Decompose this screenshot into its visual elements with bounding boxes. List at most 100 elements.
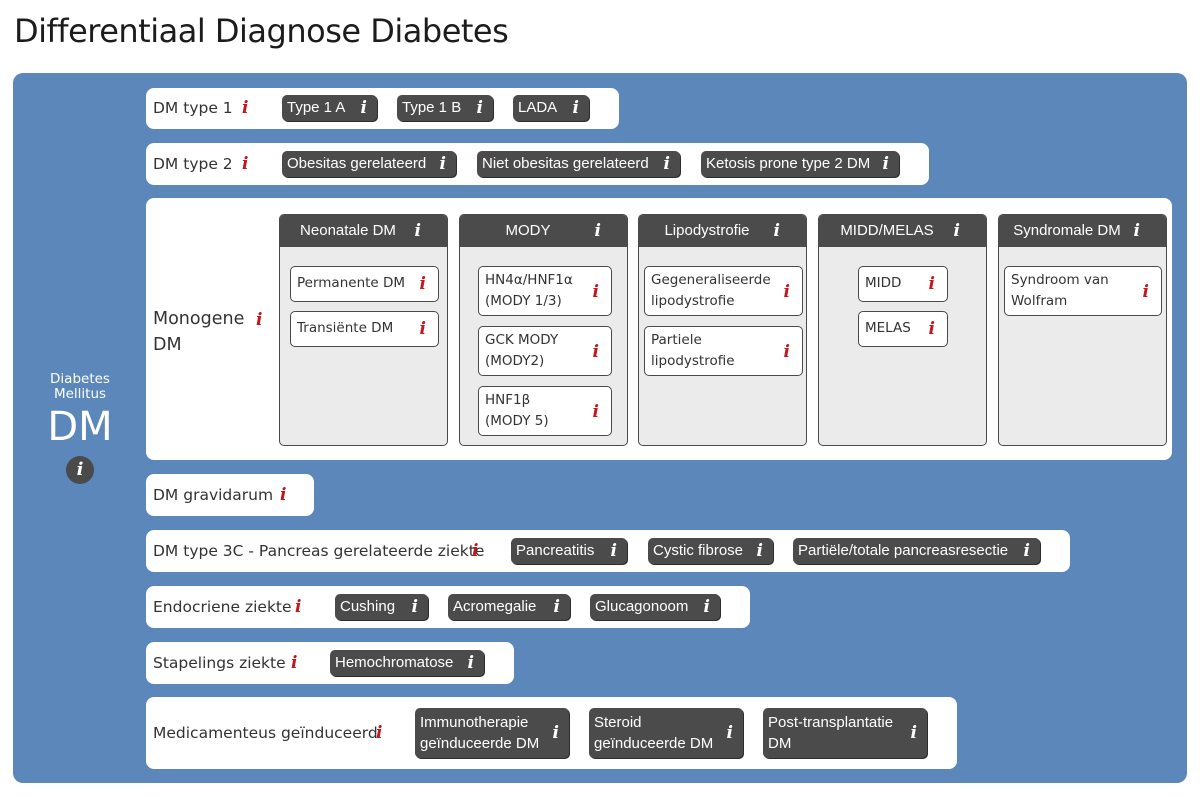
- info-icon: i: [414, 221, 421, 241]
- item-transiente-dm[interactable]: Transiënte DM i: [290, 311, 439, 347]
- chip-label: Cushing: [340, 598, 396, 615]
- info-icon: i: [467, 653, 474, 673]
- column-header[interactable]: MODY i: [460, 215, 627, 247]
- info-icon: i: [419, 319, 426, 339]
- info-icon: i: [553, 597, 560, 617]
- chip-label: Type 1 A: [287, 99, 346, 116]
- column-lipodystrofie: Lipodystrofie i Gegeneraliseerde lipodys…: [638, 214, 807, 446]
- chip-label: Glucagonoom: [595, 598, 689, 615]
- item-gegeneraliseerde-lipodystrofie[interactable]: Gegeneraliseerde lipodystrofie i: [644, 266, 803, 316]
- dm-sub-line1: Diabetes: [50, 371, 110, 387]
- chip-label-line2: DM: [768, 735, 792, 752]
- info-icon: i: [783, 282, 790, 302]
- row-dm-type-2: DM type 2 i Obesitas gerelateerd i Niet …: [146, 143, 929, 185]
- chip-cystic-fibrose[interactable]: Cystic fibrose i: [648, 538, 773, 564]
- info-icon: i: [439, 154, 446, 174]
- info-icon: i: [592, 342, 599, 362]
- chip-label-line1: Immunotherapie: [420, 714, 529, 731]
- chip-label-line2: geïnduceerde DM: [594, 735, 714, 752]
- item-permanente-dm[interactable]: Permanente DM i: [290, 266, 439, 302]
- chip-type-1a[interactable]: Type 1 A i: [282, 95, 377, 121]
- column-title: MIDD/MELAS: [840, 222, 934, 239]
- column-header[interactable]: MIDD/MELAS i: [819, 215, 986, 247]
- chip-pancreasresectie[interactable]: Partiële/totale pancreasresectie i: [793, 538, 1040, 564]
- chip-niet-obesitas-gerelateerd[interactable]: Niet obesitas gerelateerd i: [477, 151, 680, 177]
- dm-sub-line2: Mellitus: [53, 386, 107, 402]
- item-label-line1: HN4α/HNF1α: [485, 272, 573, 288]
- dm-side-label: Diabetes Mellitus DM: [40, 371, 120, 451]
- item-gck-mody[interactable]: GCK MODY (MODY2) i: [478, 326, 612, 376]
- row-label: Medicamenteus geïnduceerd: [153, 724, 378, 742]
- item-melas[interactable]: MELAS i: [858, 311, 948, 347]
- info-icon[interactable]: i: [280, 485, 287, 505]
- chip-obesitas-gerelateerd[interactable]: Obesitas gerelateerd i: [282, 151, 456, 177]
- info-icon: i: [610, 541, 617, 561]
- info-icon[interactable]: i: [242, 154, 249, 174]
- info-icon: i: [572, 98, 579, 118]
- chip-cushing[interactable]: Cushing i: [335, 594, 428, 620]
- item-hn4a-hnf1a[interactable]: HN4α/HNF1α (MODY 1/3) i: [478, 266, 612, 316]
- item-midd[interactable]: MIDD i: [858, 266, 948, 302]
- chip-steroid[interactable]: Steroid geïnduceerde DM i: [589, 708, 743, 758]
- row-label-line2: DM: [153, 335, 182, 355]
- row-label: DM type 3C - Pancreas gerelateerde ziekt…: [153, 542, 485, 560]
- column-header[interactable]: Syndromale DM i: [999, 215, 1166, 247]
- column-header[interactable]: Lipodystrofie i: [639, 215, 806, 247]
- dm-abbr: DM: [47, 404, 113, 450]
- info-icon: i: [360, 98, 367, 118]
- info-icon[interactable]: i: [256, 310, 263, 330]
- item-partiele-lipodystrofie[interactable]: Partiele lipodystrofie i: [644, 326, 803, 376]
- column-midd-melas: MIDD/MELAS i MIDD i MELAS i: [818, 214, 987, 446]
- info-icon: i: [882, 154, 889, 174]
- chip-label: LADA: [518, 99, 558, 116]
- chip-immunotherapie[interactable]: Immunotherapie geïnduceerde DM i: [415, 708, 569, 758]
- chip-label: Partiële/totale pancreasresectie: [798, 542, 1009, 559]
- info-icon: i: [663, 154, 670, 174]
- dm-info-icon[interactable]: i: [66, 456, 94, 484]
- column-title: Lipodystrofie: [664, 222, 750, 239]
- row-label-line1: Monogene: [153, 309, 245, 329]
- info-icon: i: [592, 402, 599, 422]
- info-icon: i: [552, 723, 559, 743]
- item-label-line2: lipodystrofie: [651, 353, 735, 369]
- column-header[interactable]: Neonatale DM i: [280, 215, 447, 247]
- info-icon: i: [756, 541, 763, 561]
- item-label-line2: Wolfram: [1011, 293, 1068, 309]
- info-icon[interactable]: i: [291, 653, 298, 673]
- info-icon: i: [928, 319, 935, 339]
- chip-post-transplantatie[interactable]: Post-transplantatie DM i: [763, 708, 927, 758]
- chip-hemochromatose[interactable]: Hemochromatose i: [330, 650, 484, 676]
- item-hnf1b[interactable]: HNF1β (MODY 5) i: [478, 386, 612, 436]
- info-icon[interactable]: i: [295, 597, 302, 617]
- chip-label: Niet obesitas gerelateerd: [482, 155, 649, 172]
- info-icon[interactable]: i: [242, 98, 249, 118]
- chip-ketosis-prone[interactable]: Ketosis prone type 2 DM i: [701, 151, 899, 177]
- info-icon[interactable]: i: [376, 723, 383, 743]
- chip-acromegalie[interactable]: Acromegalie i: [448, 594, 570, 620]
- item-label-line2: (MODY2): [485, 353, 545, 369]
- info-icon: i: [592, 282, 599, 302]
- row-dm-type-3c: DM type 3C - Pancreas gerelateerde ziekt…: [146, 530, 1070, 572]
- item-label-line1: Syndroom van: [1011, 272, 1109, 288]
- chip-label: Hemochromatose: [335, 654, 454, 671]
- item-label-line1: Gegeneraliseerde: [651, 272, 771, 288]
- row-endocriene-ziekte: Endocriene ziekte i Cushing i Acromegali…: [146, 586, 750, 628]
- chip-type-1b[interactable]: Type 1 B i: [397, 95, 493, 121]
- row-label: DM type 1: [153, 99, 233, 117]
- chip-lada[interactable]: LADA i: [513, 95, 589, 121]
- item-label: MIDD: [865, 275, 902, 291]
- info-icon: i: [1023, 541, 1030, 561]
- info-icon[interactable]: i: [472, 541, 479, 561]
- row-label: DM type 2: [153, 155, 233, 173]
- item-label-line1: HNF1β: [485, 392, 531, 408]
- chip-label-line2: geïnduceerde DM: [420, 735, 540, 752]
- chip-glucagonoom[interactable]: Glucagonoom i: [590, 594, 720, 620]
- info-icon: i: [910, 723, 917, 743]
- info-icon: i: [726, 723, 733, 743]
- chip-label: Ketosis prone type 2 DM: [706, 155, 871, 172]
- item-syndroom-van-wolfram[interactable]: Syndroom van Wolfram i: [1004, 266, 1162, 316]
- chip-pancreatitis[interactable]: Pancreatitis i: [511, 538, 627, 564]
- info-icon: i: [1142, 282, 1149, 302]
- item-label-line2: lipodystrofie: [651, 293, 735, 309]
- column-mody: MODY i HN4α/HNF1α (MODY 1/3) i GCK MODY …: [459, 214, 628, 446]
